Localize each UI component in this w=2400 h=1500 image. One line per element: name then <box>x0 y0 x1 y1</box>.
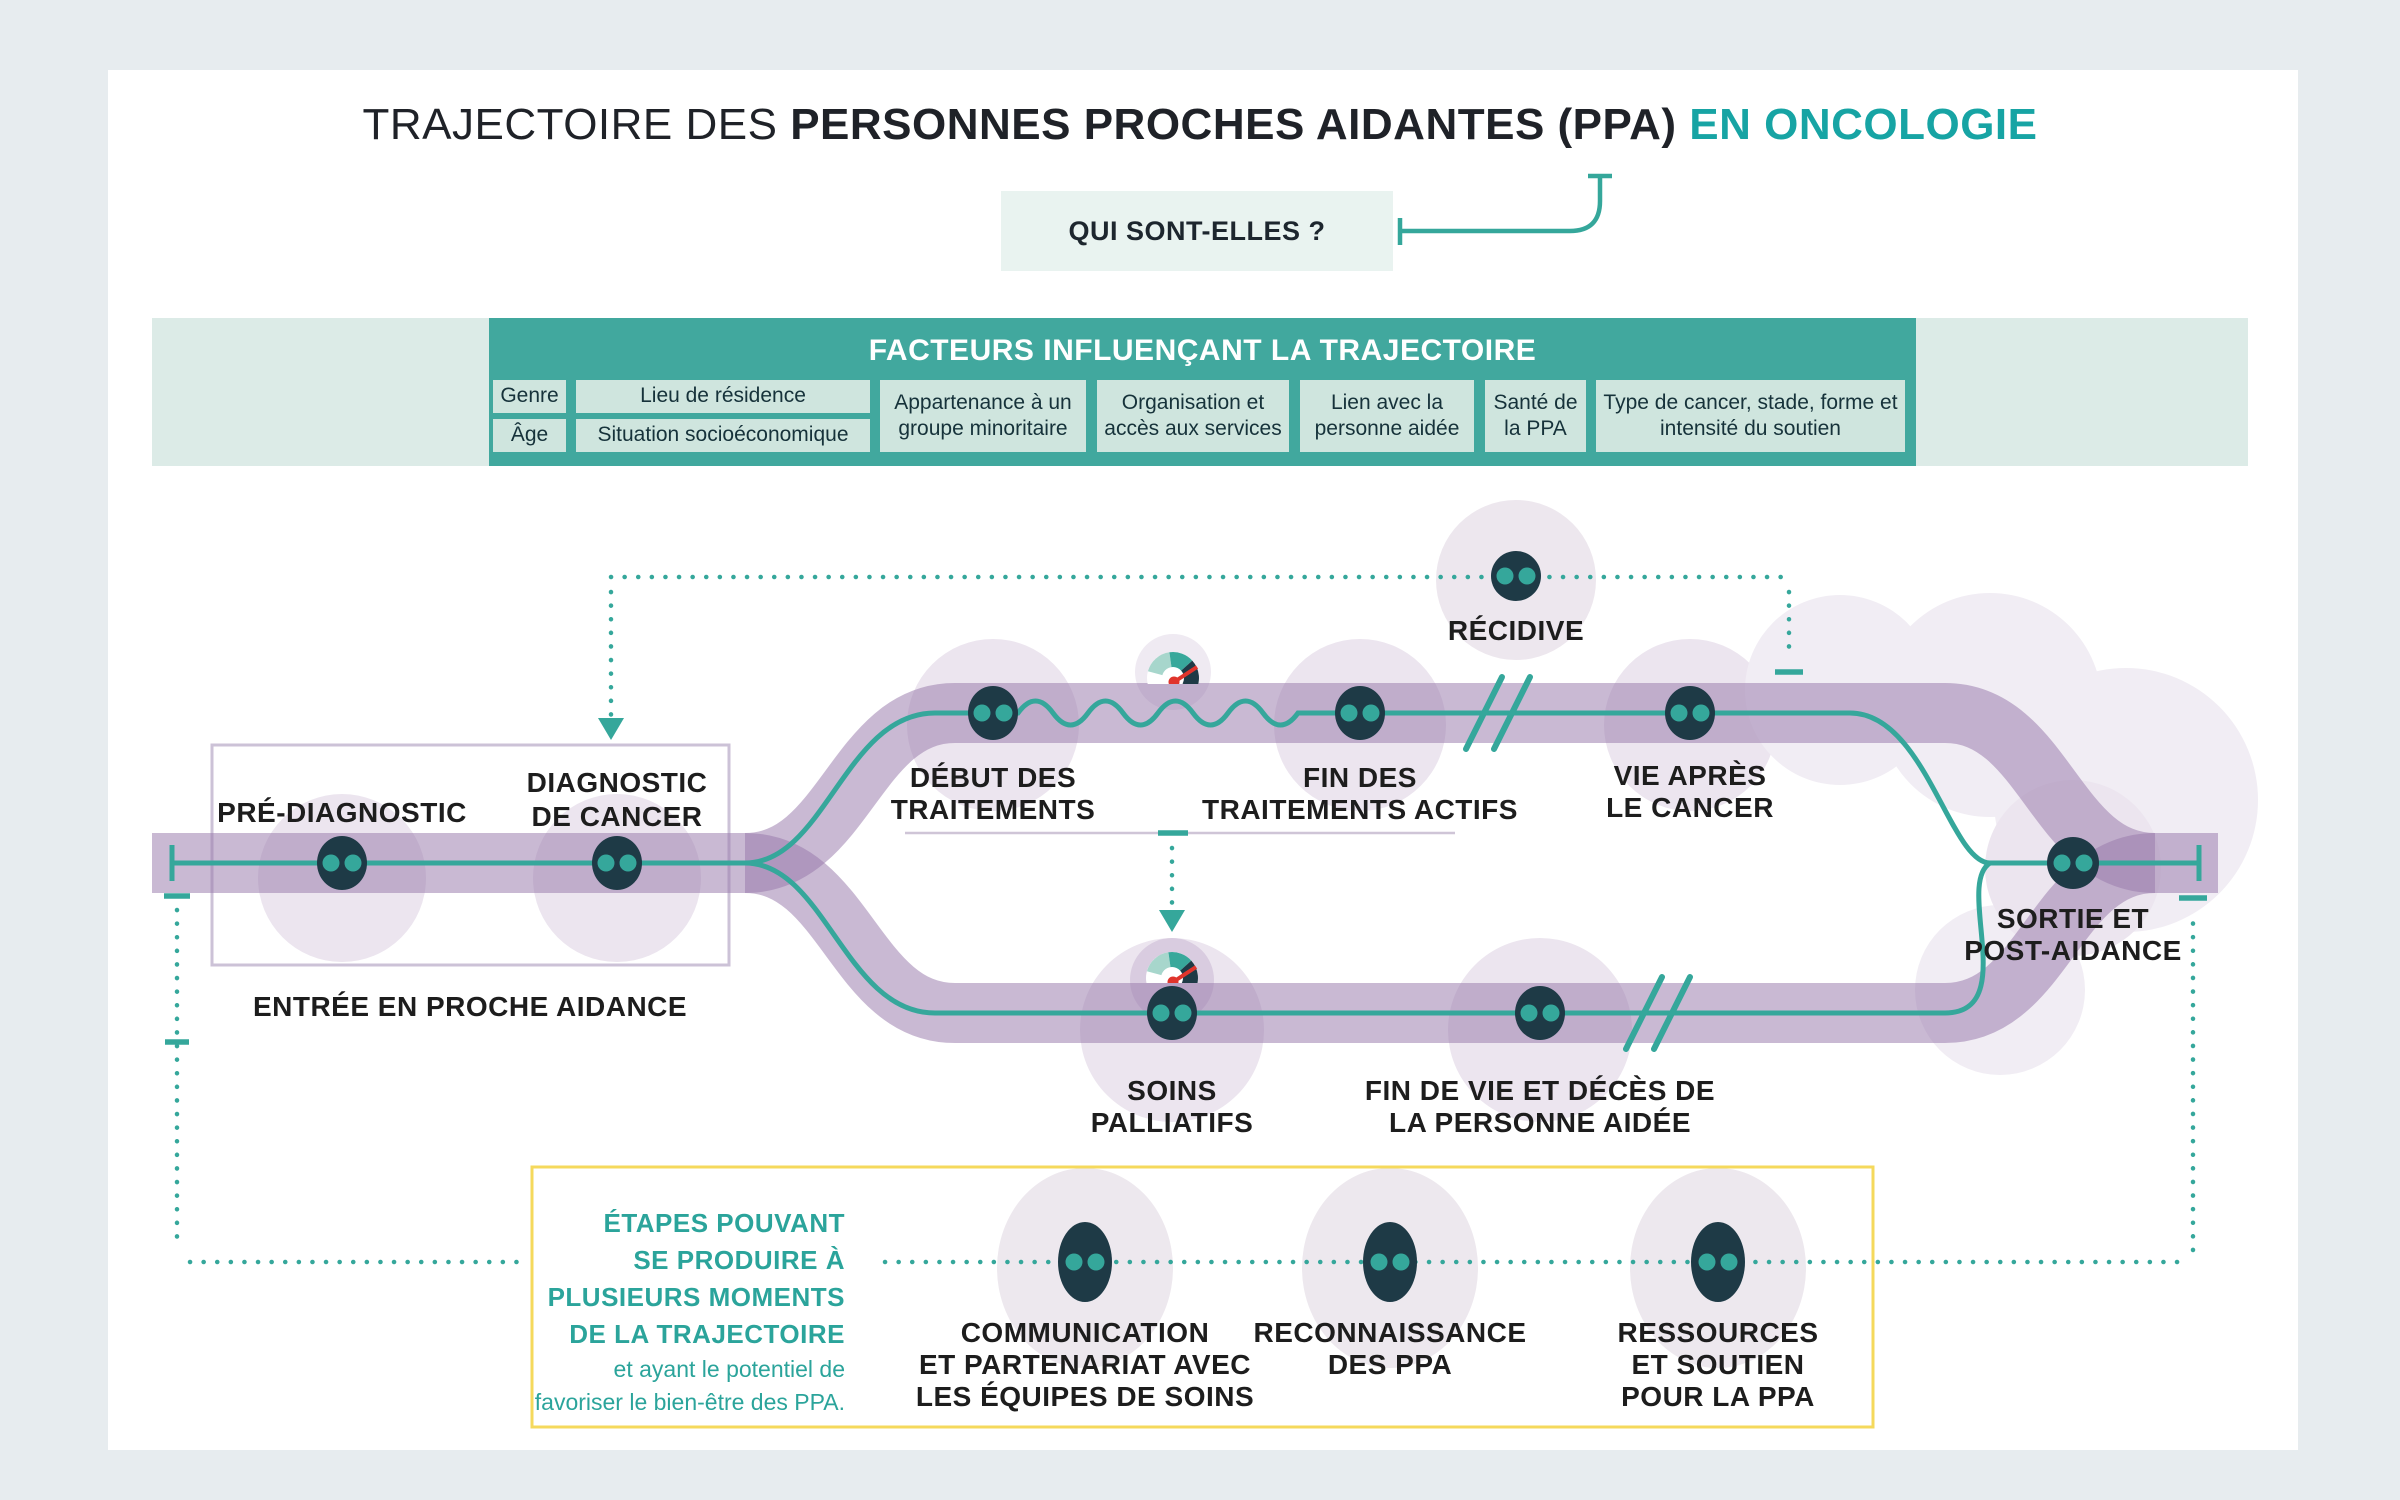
label-communication-2: ET PARTENARIAT AVEC <box>919 1349 1251 1380</box>
note-regular-line-2: favoriser le bien-être des PPA. <box>534 1389 845 1415</box>
factor-chip-situation-socioeconomique: Situation socioéconomique <box>576 419 870 452</box>
label-soins-2: PALLIATIFS <box>1091 1107 1254 1138</box>
dash-terminators <box>164 669 2207 1045</box>
note-bold-line-2: SE PRODUIRE À <box>633 1245 845 1275</box>
arrowhead-to-diagnostic <box>598 718 624 740</box>
intensity-gauge-lower-icon <box>1146 952 1198 983</box>
trajectory-line-lower <box>744 860 1992 1016</box>
arrowhead-to-soins <box>1159 910 1185 932</box>
break-marks <box>1463 674 1693 1052</box>
factor-chip-groupe-minoritaire: Appartenance à un groupe minoritaire <box>880 380 1086 452</box>
node-sortie <box>2047 837 2099 889</box>
intensity-gauge-upper-icon <box>1147 652 1199 684</box>
label-ressources-3: POUR LA PPA <box>1621 1381 1815 1412</box>
qui-connector <box>1397 173 1612 245</box>
trajectory-line <box>169 698 2202 1016</box>
node-recidive <box>1491 551 1541 601</box>
label-pre-diagnostic: PRÉ-DIAGNOSTIC <box>217 797 467 828</box>
factor-chip-lien-personne-aidee: Lien avec la personne aidée <box>1300 380 1474 452</box>
label-vie-2: LE CANCER <box>1606 792 1774 823</box>
stage-labels: PRÉ-DIAGNOSTIC DIAGNOSTIC DE CANCER ENTR… <box>217 615 2182 1412</box>
stage-nodes <box>317 551 2099 1302</box>
band-upper-branch <box>152 683 2218 893</box>
node-debut-traitements <box>968 686 1018 740</box>
node-communication <box>1058 1222 1112 1302</box>
note-bold-line-4: DE LA TRAJECTOIRE <box>569 1319 845 1349</box>
label-recidive: RÉCIDIVE <box>1448 615 1584 646</box>
page-title: TRAJECTOIRE DES PERSONNES PROCHES AIDANT… <box>0 100 2400 150</box>
note-regular-line-1: et ayant le potentiel de <box>613 1356 845 1382</box>
label-fin-1: FIN DES <box>1303 762 1417 793</box>
label-entree-aidance: ENTRÉE EN PROCHE AIDANCE <box>253 991 687 1022</box>
node-reconnaissance <box>1363 1222 1417 1302</box>
label-sortie-2: POST-AIDANCE <box>1964 935 2182 966</box>
recurring-steps-note: ÉTAPES POUVANT SE PRODUIRE À PLUSIEURS M… <box>470 1205 845 1419</box>
label-ressources-2: ET SOUTIEN <box>1631 1349 1804 1380</box>
title-bold-part: PERSONNES PROCHES AIDANTES (PPA) <box>790 100 1690 149</box>
label-debut-1: DÉBUT DES <box>910 762 1076 793</box>
factor-chip-type-cancer: Type de cancer, stade, forme et intensit… <box>1596 380 1905 452</box>
node-pre-diagnostic <box>317 836 367 890</box>
note-bold-line-1: ÉTAPES POUVANT <box>603 1208 845 1238</box>
label-sortie-1: SORTIE ET <box>1997 903 2149 934</box>
factor-chip-lieu-residence: Lieu de résidence <box>576 380 870 413</box>
label-findevie-1: FIN DE VIE ET DÉCÈS DE <box>1365 1075 1715 1106</box>
recurring-steps-box <box>530 1165 1875 1429</box>
label-vie-1: VIE APRÈS <box>1614 760 1767 791</box>
label-communication-1: COMMUNICATION <box>961 1317 1210 1348</box>
label-diagnostic-1: DIAGNOSTIC <box>527 767 708 798</box>
qui-sont-elles-box: QUI SONT-ELLES ? <box>1001 191 1393 271</box>
label-reconnaissance-2: DES PPA <box>1328 1349 1452 1380</box>
title-regular-part: TRAJECTOIRE DES <box>362 100 791 149</box>
node-fin-de-vie <box>1515 986 1565 1040</box>
label-findevie-2: LA PERSONNE AIDÉE <box>1389 1107 1691 1138</box>
factors-header: FACTEURS INFLUENÇANT LA TRAJECTOIRE <box>868 334 1537 367</box>
label-soins-1: SOINS <box>1127 1075 1217 1106</box>
label-diagnostic-2: DE CANCER <box>532 801 703 832</box>
trajectory-line-upper <box>172 698 2199 866</box>
factor-chip-sante-ppa: Santé de la PPA <box>1485 380 1586 452</box>
factor-chip-organisation-services: Organisation et accès aux services <box>1097 380 1289 452</box>
label-communication-3: LES ÉQUIPES DE SOINS <box>916 1381 1254 1412</box>
node-ressources <box>1691 1222 1745 1302</box>
label-ressources-1: RESSOURCES <box>1617 1317 1818 1348</box>
title-accent-part: EN ONCOLOGIE <box>1689 100 2038 149</box>
factor-chip-genre: Genre <box>493 380 566 413</box>
qui-sont-elles-label: QUI SONT-ELLES ? <box>1068 215 1326 246</box>
node-vie-apres-cancer <box>1665 686 1715 740</box>
factor-chip-age: Âge <box>493 419 566 452</box>
note-bold-line-3: PLUSIEURS MOMENTS <box>547 1282 845 1312</box>
node-diagnostic <box>592 836 642 890</box>
label-debut-2: TRAITEMENTS <box>891 794 1096 825</box>
label-reconnaissance-1: RECONNAISSANCE <box>1253 1317 1526 1348</box>
node-soins-palliatifs <box>1147 986 1197 1040</box>
label-fin-2: TRAITEMENTS ACTIFS <box>1202 794 1518 825</box>
node-fin-traitements <box>1335 686 1385 740</box>
